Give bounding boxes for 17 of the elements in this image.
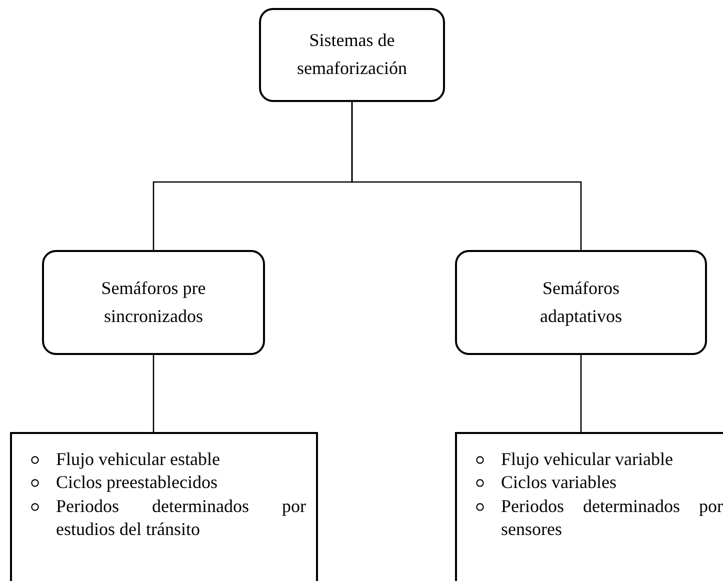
box-title: Semáforos adaptativos (539, 276, 623, 328)
category-box (259, 8, 445, 102)
box-title: Sistemas de semaforización (296, 29, 408, 80)
list-item: Flujo vehicular variable (501, 449, 673, 469)
connector-line (152, 355, 154, 432)
category-box (455, 250, 707, 355)
list-box (10, 432, 318, 581)
list-item: Periodos determinados por sensores (501, 496, 723, 540)
list-item: Flujo vehicular estable (56, 449, 220, 469)
category-box (42, 250, 265, 355)
connector-line (580, 355, 582, 432)
list-item: Ciclos variables (501, 472, 616, 492)
connector-line (351, 102, 582, 250)
list-box (455, 432, 723, 581)
list-item: Periodos determinados por estudios del tránsito (56, 496, 306, 540)
list-item: Ciclos preestablecidos (56, 472, 218, 492)
box-title: Semáforos pre sincronizados (100, 276, 207, 328)
